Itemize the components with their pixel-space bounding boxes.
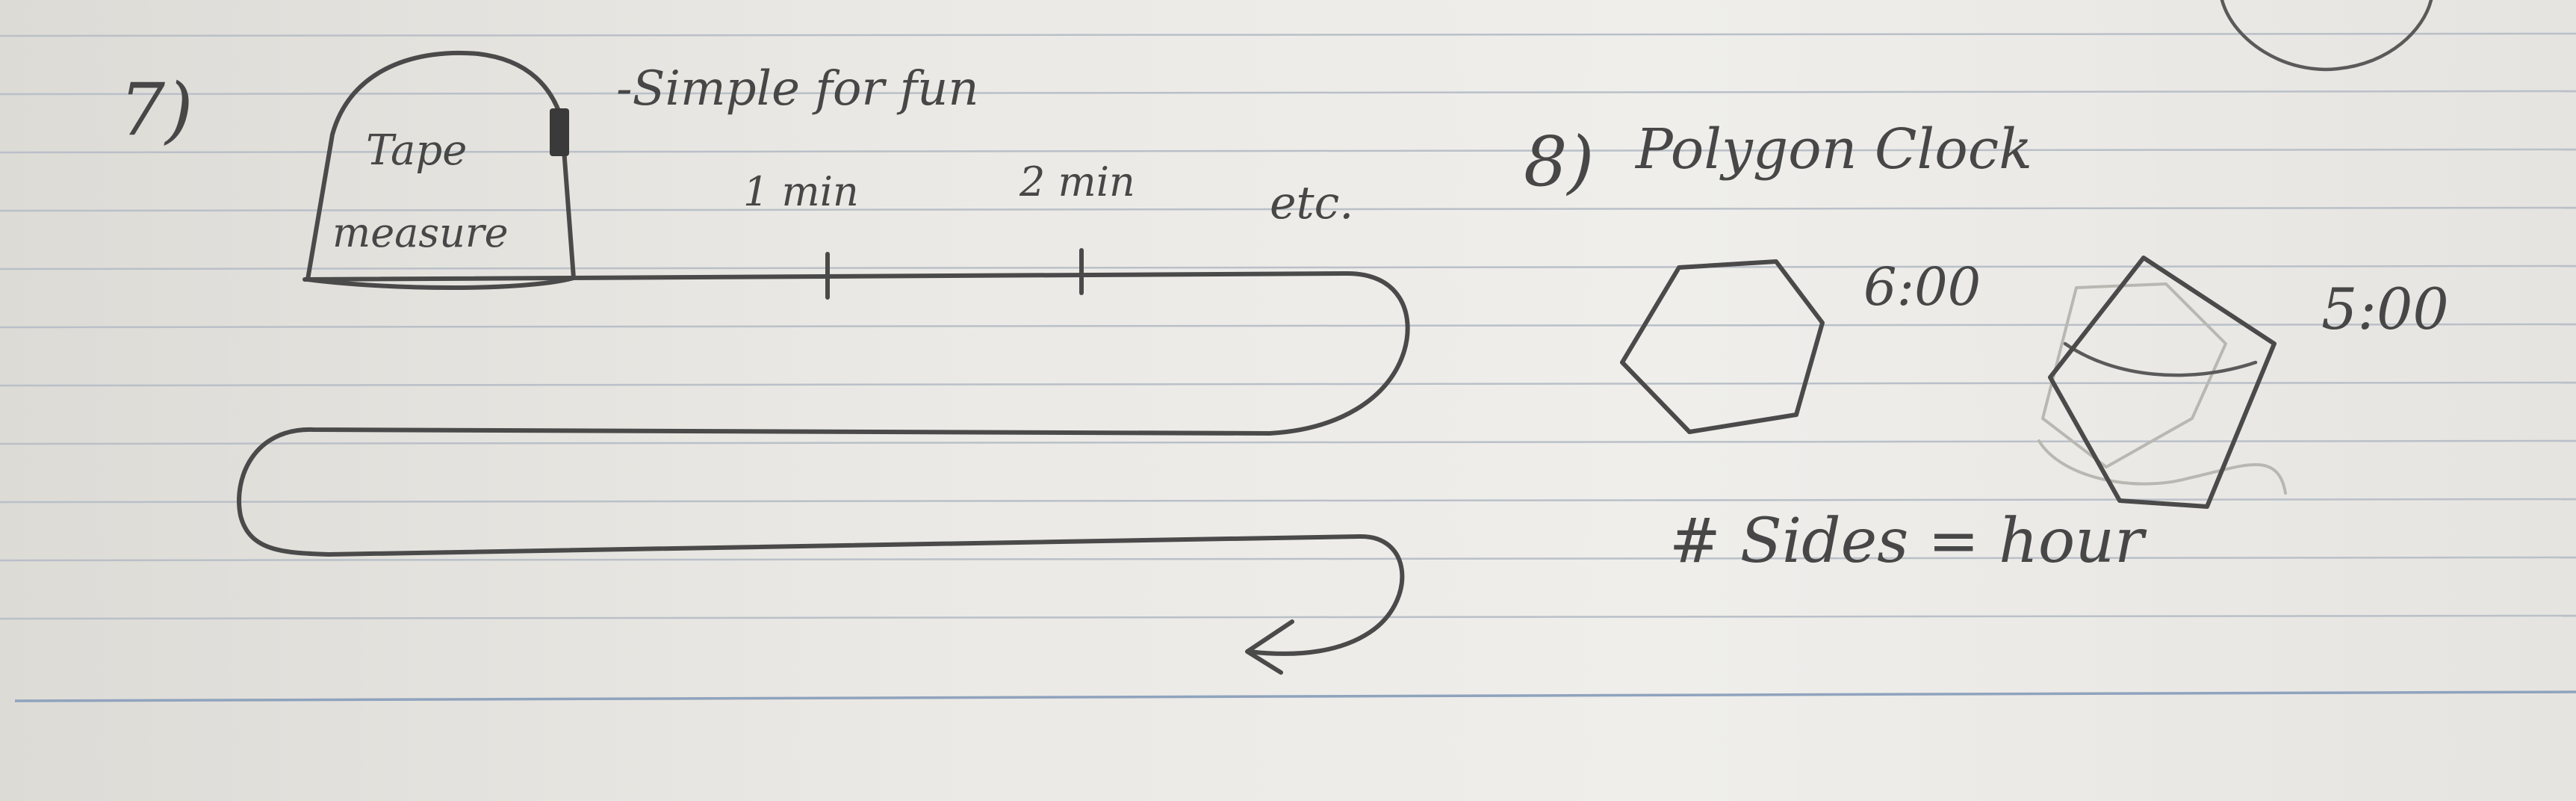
- polygon-rule-text: # Sides = hour: [1669, 506, 2147, 577]
- tape-label-line1: Tape: [366, 126, 467, 175]
- rule-line: [0, 439, 2576, 445]
- rule-line: [0, 90, 2576, 96]
- etc-label: etc.: [1270, 177, 1353, 229]
- hexagon-time-label: 6:00: [1863, 256, 1981, 318]
- bottom-margin-line: [14, 690, 2576, 702]
- item-8-number: 8): [1524, 122, 1594, 202]
- arrow-head-icon: [1245, 619, 1294, 675]
- hexagon-drawing: [1620, 259, 1825, 434]
- tape-strip-path: [237, 270, 1410, 656]
- ruled-lines: [0, 32, 2576, 702]
- rule-line: [0, 556, 2576, 562]
- rule-line: [0, 381, 2576, 387]
- item-8-title: Polygon Clock: [1634, 117, 2032, 182]
- tape-label-line2: measure: [332, 209, 509, 256]
- rule-line: [0, 265, 2576, 270]
- rule-line: [0, 32, 2576, 37]
- erased-sketch-ghost: [2041, 282, 2227, 468]
- pentagon-drawing: [2048, 256, 2276, 509]
- partial-circle-drawing: [2220, 0, 2433, 72]
- rule-line: [0, 148, 2576, 154]
- tape-measure-icon: [305, 50, 576, 290]
- rule-line: [0, 498, 2576, 504]
- tick-label-1-min: 1 min: [743, 168, 859, 215]
- item-7-number: 7): [120, 68, 193, 152]
- rule-line: [0, 323, 2576, 329]
- tape-measure-clip-icon: [550, 108, 569, 156]
- tick-label-2-min: 2 min: [1019, 158, 1135, 205]
- pentagon-inner-stroke: [2063, 341, 2258, 377]
- rule-line: [0, 614, 2576, 620]
- pentagon-time-label: 5:00: [2321, 276, 2449, 342]
- item-7-subtitle: -Simple for fun: [616, 61, 979, 117]
- rule-line: [0, 206, 2576, 212]
- erased-sketch-ghost: [2037, 439, 2287, 495]
